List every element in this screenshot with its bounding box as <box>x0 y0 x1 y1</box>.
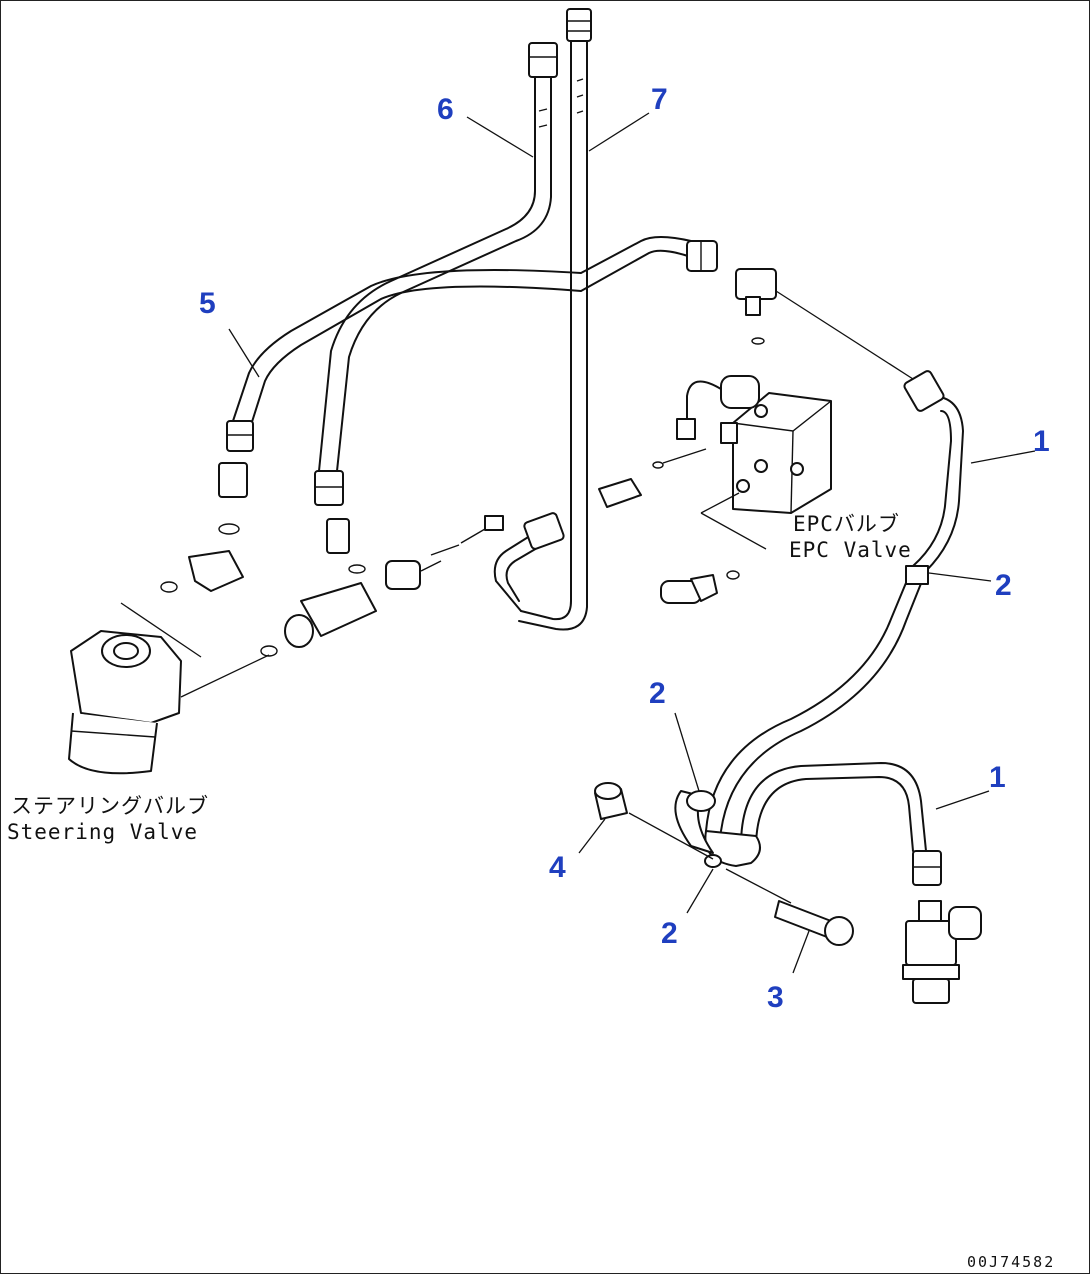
epc-valve-label-jp: EPCバルブ <box>793 512 900 536</box>
epc-valve-block <box>676 375 832 550</box>
steering-valve-body <box>68 602 270 775</box>
collar-4 <box>594 782 714 860</box>
leader-lines <box>228 112 1036 974</box>
steering-valve-label-jp: ステアリングバルブ <box>11 794 209 818</box>
callout-1-lower: 1 <box>989 761 1006 794</box>
hose-6 <box>314 42 558 506</box>
callout-2-lower: 2 <box>661 917 678 950</box>
epc-fittings <box>598 268 914 604</box>
tube-7 <box>518 8 592 631</box>
pipe-epc-link <box>430 512 565 612</box>
bolt-3 <box>725 868 854 946</box>
steering-valve-label-en: Steering Valve <box>7 820 198 844</box>
callout-1-upper: 1 <box>1033 425 1050 458</box>
callout-6: 6 <box>437 93 454 126</box>
steering-fittings <box>160 462 442 657</box>
clamp-2 <box>674 790 722 868</box>
tube-1-lower <box>704 762 942 886</box>
epc-valve-label-en: EPC Valve <box>789 538 912 562</box>
hose-5 <box>226 236 718 452</box>
document-id: 00J74582 <box>967 1253 1055 1271</box>
callout-2-mid: 2 <box>649 677 666 710</box>
callout-2-right: 2 <box>995 569 1012 602</box>
callout-5: 5 <box>199 287 216 320</box>
callout-3: 3 <box>767 981 784 1014</box>
elbow-fitting <box>902 900 982 1004</box>
callout-4: 4 <box>549 851 566 884</box>
callout-7: 7 <box>651 83 668 116</box>
tube-1-upper <box>705 370 964 832</box>
